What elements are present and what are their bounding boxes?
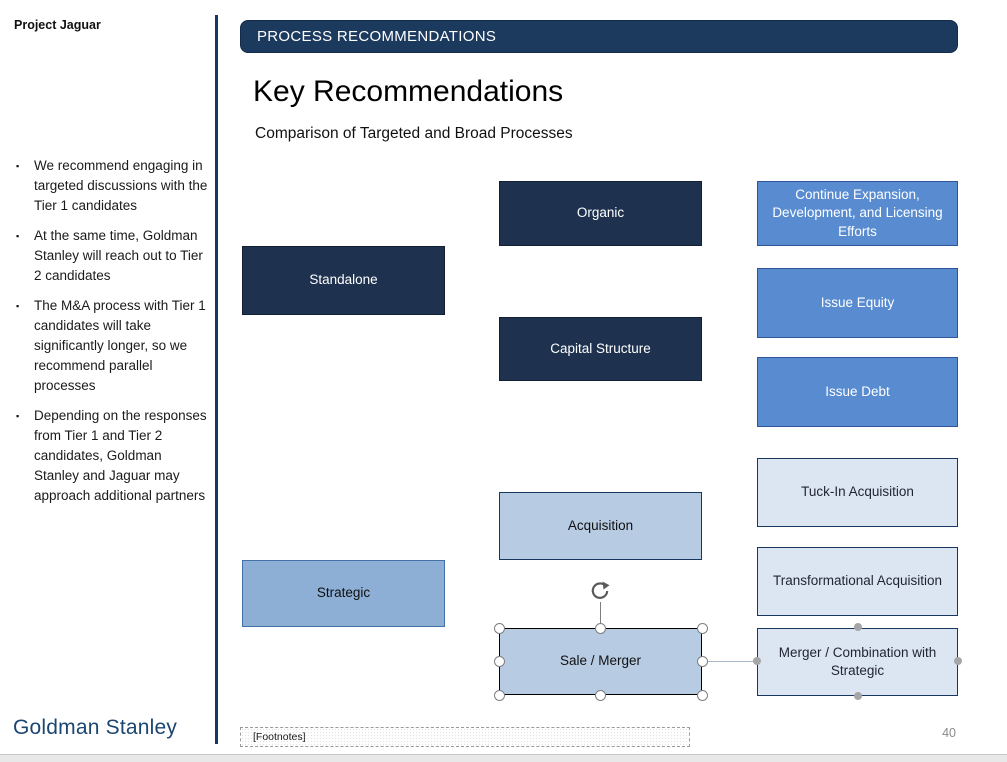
connection-point[interactable]: [853, 623, 862, 631]
bullet-item: ▪ We recommend engaging in targeted disc…: [16, 156, 208, 216]
slide-title[interactable]: Key Recommendations: [253, 75, 564, 108]
footnotes-placeholder[interactable]: [Footnotes]: [240, 727, 690, 747]
shape-transformational-acquisition[interactable]: Transformational Acquisition: [757, 547, 958, 616]
shape-sale-merger-selected[interactable]: Sale / Merger: [499, 628, 702, 695]
bullet-text: We recommend engaging in targeted discus…: [34, 158, 208, 213]
bullet-marker-icon: ▪: [16, 301, 20, 311]
connection-point[interactable]: [853, 692, 862, 700]
bullet-item: ▪ The M&A process with Tier 1 candidates…: [16, 296, 208, 396]
company-logo-text: Goldman Stanley: [13, 716, 178, 739]
vertical-divider: [215, 15, 218, 744]
bullet-text: The M&A process with Tier 1 candidates w…: [34, 298, 206, 393]
footnotes-label: [Footnotes]: [253, 731, 306, 743]
slide-subtitle[interactable]: Comparison of Targeted and Broad Process…: [255, 125, 573, 142]
shape-merger-combination[interactable]: Merger / Combination with Strategic: [757, 628, 958, 696]
bullet-marker-icon: ▪: [16, 161, 20, 171]
rotate-handle-stem: [600, 602, 601, 624]
bullet-text: Depending on the responses from Tier 1 a…: [34, 408, 207, 503]
shape-continue-expansion[interactable]: Continue Expansion, Development, and Lic…: [757, 181, 958, 246]
selection-handle-s[interactable]: [595, 689, 606, 701]
shape-issue-equity[interactable]: Issue Equity: [757, 268, 958, 338]
connector-line[interactable]: [707, 660, 757, 662]
selection-handle-n[interactable]: [595, 622, 606, 634]
selection-handle-se[interactable]: [696, 689, 708, 701]
rotate-handle-icon[interactable]: [588, 579, 612, 608]
selection-handle-ne[interactable]: [696, 622, 708, 634]
shape-standalone[interactable]: Standalone: [242, 246, 445, 315]
shape-tuck-in-acquisition[interactable]: Tuck-In Acquisition: [757, 458, 958, 527]
selection-handle-w[interactable]: [493, 656, 505, 667]
bullet-item: ▪ At the same time, Goldman Stanley will…: [16, 226, 208, 286]
shape-organic[interactable]: Organic: [499, 181, 702, 246]
selection-handle-sw[interactable]: [493, 689, 505, 701]
section-header-label: PROCESS RECOMMENDATIONS: [257, 28, 497, 45]
shape-issue-debt[interactable]: Issue Debt: [757, 357, 958, 427]
shape-strategic[interactable]: Strategic: [242, 560, 445, 627]
connection-point[interactable]: [954, 657, 962, 665]
bottom-window-edge: [0, 754, 1007, 762]
selection-handle-e[interactable]: [696, 656, 708, 667]
shape-capital-structure[interactable]: Capital Structure: [499, 317, 702, 381]
bullet-text: At the same time, Goldman Stanley will r…: [34, 228, 203, 283]
shape-acquisition[interactable]: Acquisition: [499, 492, 702, 560]
selection-handle-nw[interactable]: [493, 622, 505, 634]
page-number: 40: [942, 726, 956, 740]
bullet-item: ▪ Depending on the responses from Tier 1…: [16, 406, 208, 506]
connection-point[interactable]: [753, 657, 761, 665]
project-codename-label[interactable]: Project Jaguar: [14, 18, 101, 32]
bullet-marker-icon: ▪: [16, 231, 20, 241]
sidebar-bullet-textbox[interactable]: ▪ We recommend engaging in targeted disc…: [16, 156, 208, 516]
bullet-marker-icon: ▪: [16, 411, 20, 421]
section-header-banner[interactable]: PROCESS RECOMMENDATIONS: [240, 20, 958, 53]
